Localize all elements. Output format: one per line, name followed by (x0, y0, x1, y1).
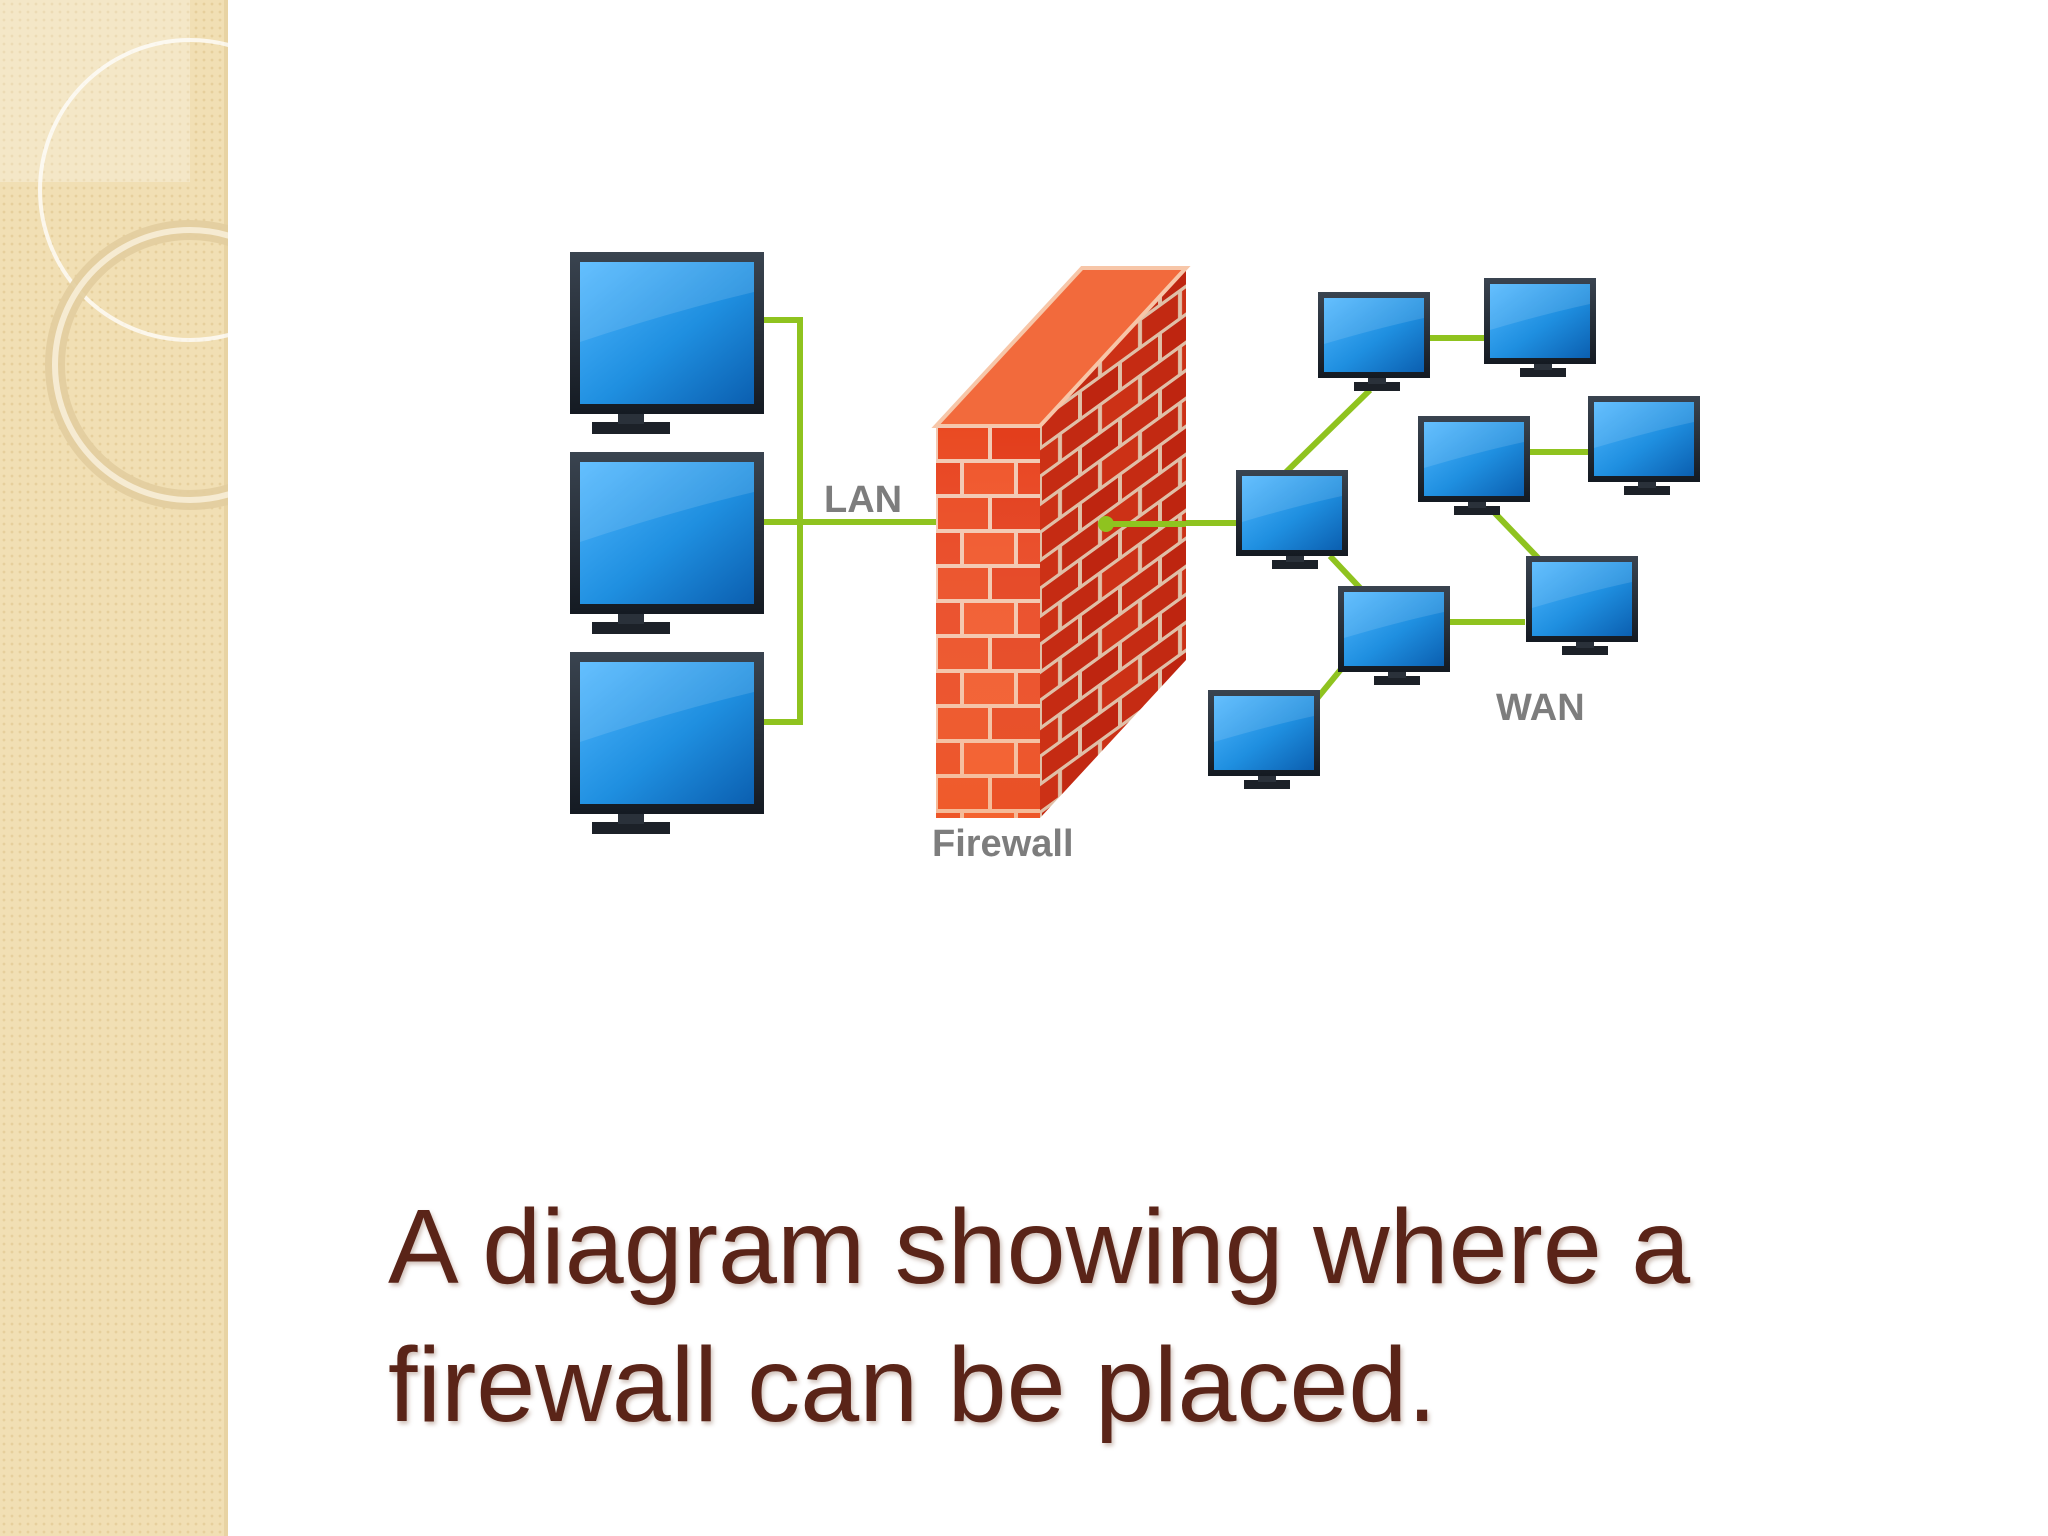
slide-caption: A diagram showing where a firewall can b… (388, 1178, 1948, 1454)
wan-workstation-8 (1208, 690, 1320, 789)
caption-line-2: firewall can be placed. (388, 1326, 1437, 1444)
wan-workstations (1208, 278, 1700, 789)
wan-workstation-1 (1318, 292, 1430, 391)
caption-line-1: A diagram showing where a (388, 1188, 1691, 1306)
wan-workstation-2 (1484, 278, 1596, 377)
wan-label: WAN (1496, 687, 1585, 729)
lan-links (762, 317, 936, 725)
lan-workstation-1 (570, 252, 764, 434)
wan-workstation-6 (1526, 556, 1638, 655)
sidebar-swirl-decoration (0, 0, 228, 510)
lan-label: LAN (824, 479, 902, 521)
firewall-label: Firewall (932, 823, 1074, 865)
lan-workstation-3 (570, 652, 764, 834)
wan-workstation-5 (1236, 470, 1348, 569)
decorative-sidebar (0, 0, 228, 1536)
lan-workstations (570, 252, 764, 834)
lan-workstation-2 (570, 452, 764, 634)
wan-workstation-4 (1588, 396, 1700, 495)
brick-wall-icon (931, 266, 1191, 818)
wan-workstation-3 (1418, 416, 1530, 515)
wan-workstation-7 (1338, 586, 1450, 685)
